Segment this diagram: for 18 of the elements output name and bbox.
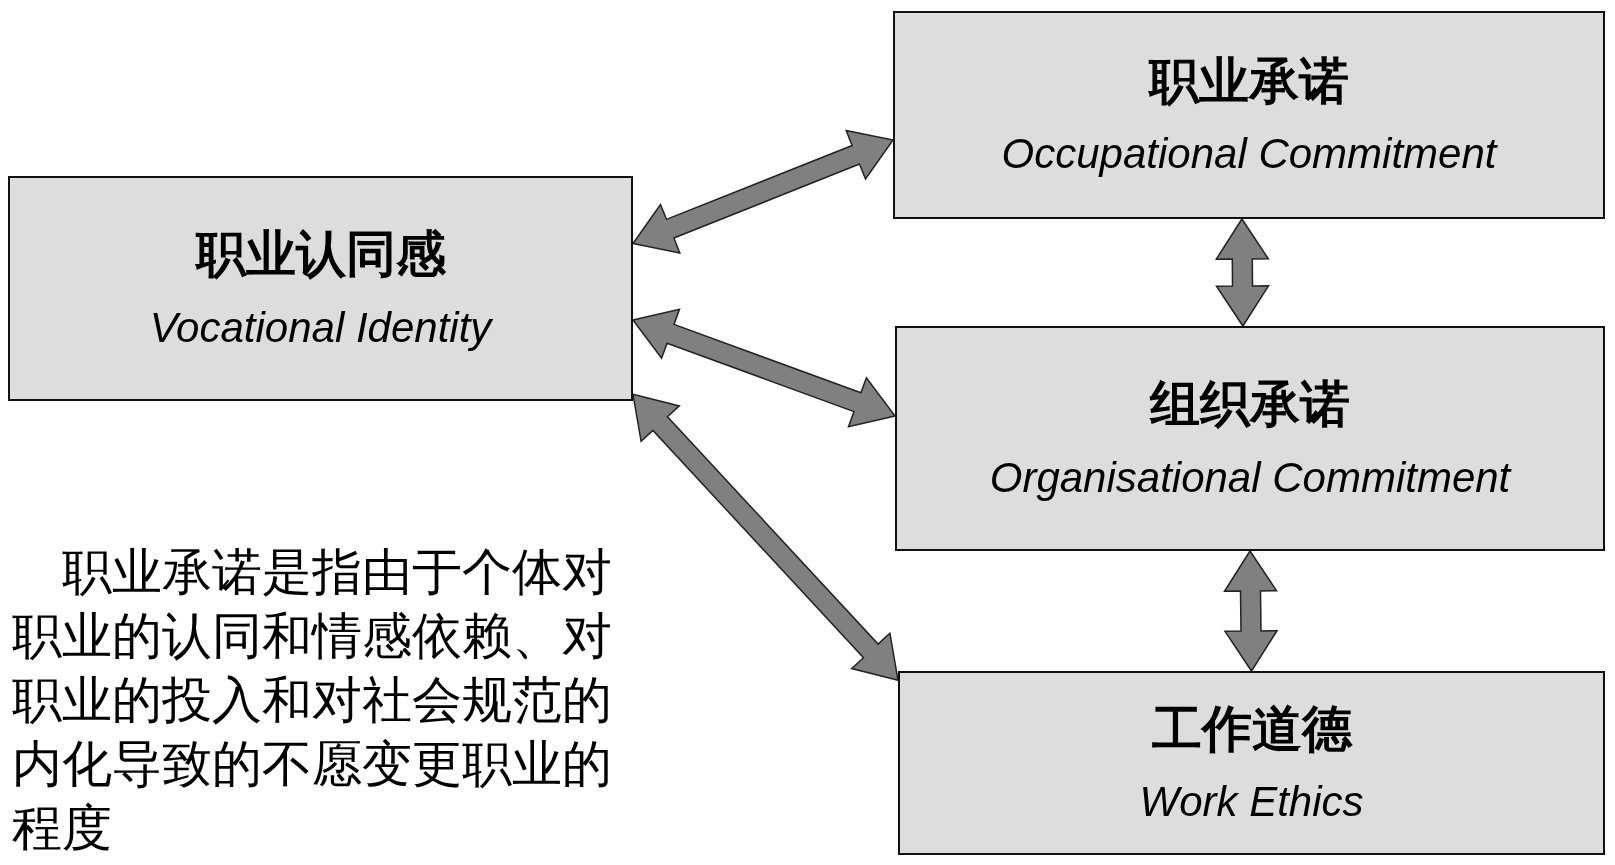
chinese-title: 组织承诺: [1150, 375, 1350, 434]
english-title: Organisational Commitment: [989, 452, 1511, 503]
double-arrow: [631, 129, 895, 254]
double-arrow: [1223, 549, 1279, 673]
concept-box: [895, 326, 1605, 551]
definition-paragraph: 职业承诺是指由于个体对职业的认同和情感依赖、对职业的投入和对社会规范的内化导致的不愿变更职业的程度: [12, 542, 612, 859]
chinese-title: 工作道德: [1151, 699, 1352, 759]
english-title: Vocational Identity: [149, 302, 492, 353]
double-arrow: [632, 393, 899, 682]
chinese-title: 职业承诺: [1149, 51, 1349, 111]
chinese-title: 职业认同感: [195, 225, 446, 284]
english-title: Work Ethics: [1139, 777, 1364, 827]
double-arrow: [1214, 217, 1270, 328]
concept-box: [8, 176, 633, 401]
concept-box: [898, 671, 1605, 855]
double-arrow: [631, 308, 897, 428]
english-title: Occupational Commitment: [1001, 129, 1497, 179]
concept-box: [893, 11, 1605, 219]
